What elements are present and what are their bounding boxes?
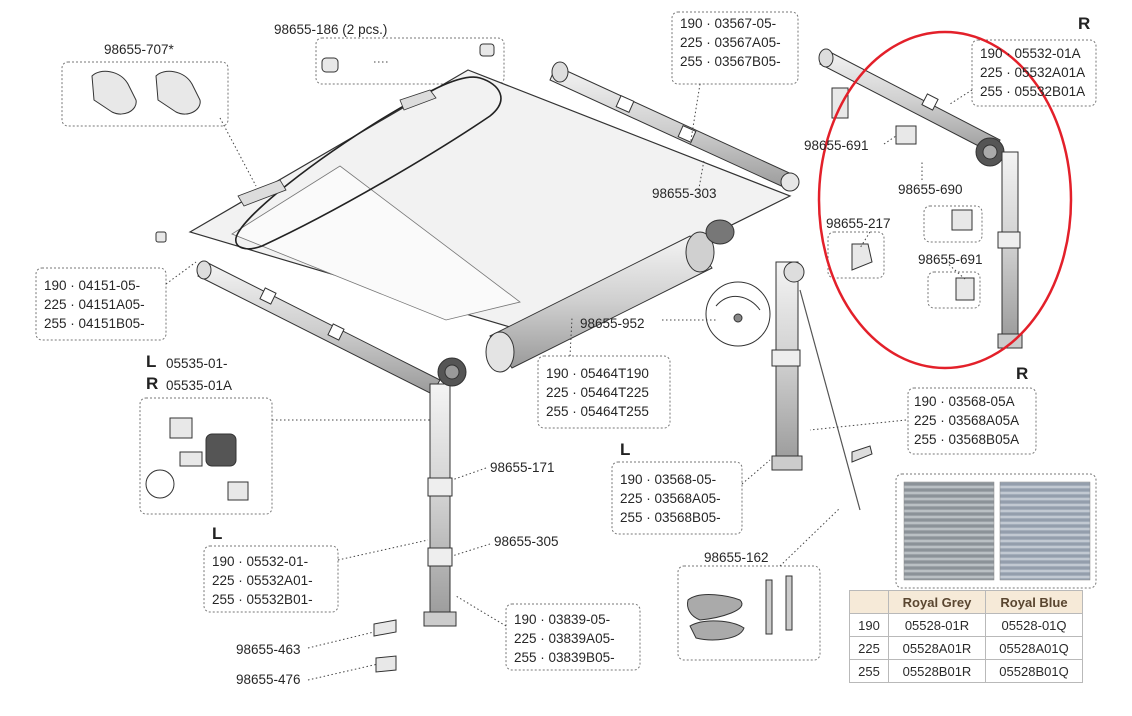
label-04151-225: 225 · 04151A05- <box>44 297 145 312</box>
label-03568L-190: 190 · 03568-05- <box>620 472 717 487</box>
label-98655-162: 98655-162 <box>704 550 769 565</box>
label-98655-476: 98655-476 <box>236 672 301 687</box>
box-691b <box>927 271 981 309</box>
table-cell: 05528B01R <box>888 659 986 683</box>
table-row: 190 05528-01R 05528-01Q <box>849 613 1083 637</box>
label-05535-l: 05535-01- <box>166 356 228 371</box>
label-05464-225: 225 · 05464T225 <box>546 385 649 400</box>
box-05532R <box>971 39 1097 107</box>
label-03839-255: 255 · 03839B05- <box>514 650 615 665</box>
label-05532R: 190 · 05532-01A 225 · 05532A01A 255 · 05… <box>980 44 1085 101</box>
label-03567-255: 255 · 03567B05- <box>680 54 781 69</box>
fabric-table-col-royal-blue: Royal Blue <box>985 590 1083 614</box>
table-cell-size: 190 <box>849 613 889 637</box>
table-cell-size: 255 <box>849 659 889 683</box>
label-03839: 190 · 03839-05- 225 · 03839A05- 255 · 03… <box>514 610 615 667</box>
label-03839-190: 190 · 03839-05- <box>514 612 611 627</box>
side-label-r-mid: R <box>1016 364 1029 383</box>
label-98655-690: 98655-690 <box>898 182 963 197</box>
front-bar-left <box>196 260 441 395</box>
highlight-circle <box>817 30 1073 370</box>
label-03568R-225: 225 · 03568A05A <box>914 413 1020 428</box>
label-98655-305: 98655-305 <box>494 534 559 549</box>
table-cell: 05528-01Q <box>985 613 1083 637</box>
label-98655-171: 98655-171 <box>490 460 555 475</box>
label-05464: 190 · 05464T190 225 · 05464T225 255 · 05… <box>546 364 649 421</box>
label-03567: 190 · 03567-05- 225 · 03567A05- 255 · 03… <box>680 14 781 71</box>
label-05464-190: 190 · 05464T190 <box>546 366 649 381</box>
box-fabric-samples <box>895 473 1097 589</box>
box-05532L <box>203 545 339 613</box>
right-rafter-top <box>818 48 1023 349</box>
box-03568L <box>611 461 743 535</box>
label-03568L-255: 255 · 03568B05- <box>620 510 721 525</box>
label-04151: 190 · 04151-05- 225 · 04151A05- 255 · 04… <box>44 276 145 333</box>
label-05532L: 190 · 05532-01- 225 · 05532A01- 255 · 05… <box>212 552 313 609</box>
box-05535 <box>139 397 273 515</box>
label-98655-303: 98655-303 <box>652 186 717 201</box>
box-03839 <box>505 603 641 671</box>
label-03568R: 190 · 03568-05A 225 · 03568A05A 255 · 03… <box>914 392 1019 449</box>
label-98655-707: 98655-707* <box>104 42 174 57</box>
label-05532R-225: 225 · 05532A01A <box>980 65 1086 80</box>
label-03568R-255: 255 · 03568B05A <box>914 432 1020 447</box>
right-leg <box>771 261 873 511</box>
label-05532L-190: 190 · 05532-01- <box>212 554 309 569</box>
table-cell: 05528B01Q <box>985 659 1083 683</box>
label-03568L: 190 · 03568-05- 225 · 03568A05- 255 · 03… <box>620 470 721 527</box>
label-05532R-190: 190 · 05532-01A <box>980 46 1081 61</box>
label-98655-463: 98655-463 <box>236 642 301 657</box>
swatch-royal-grey <box>903 481 995 581</box>
box-03568R <box>907 387 1037 455</box>
label-04151-190: 190 · 04151-05- <box>44 278 141 293</box>
table-row: 225 05528A01R 05528A01Q <box>849 636 1083 660</box>
fabric-table-col-royal-grey: Royal Grey <box>888 590 986 614</box>
side-label-l-right: L <box>620 440 631 459</box>
label-03568L-225: 225 · 03568A05- <box>620 491 721 506</box>
label-98655-186: 98655-186 (2 pcs.) <box>274 22 388 37</box>
detail-952 <box>705 281 771 347</box>
box-98655-186 <box>315 37 505 85</box>
label-05535-r: 05535-01A <box>166 378 233 393</box>
label-98655-691a: 98655-691 <box>804 138 869 153</box>
side-label-l: L <box>146 352 157 371</box>
fabric-table-corner <box>849 590 889 614</box>
label-04151-255: 255 · 04151B05- <box>44 316 145 331</box>
box-05464 <box>537 355 671 429</box>
label-03567-190: 190 · 03567-05- <box>680 16 777 31</box>
box-98655-162 <box>677 565 821 661</box>
fabric-table-header: Royal Grey Royal Blue <box>849 590 1083 614</box>
label-03839-225: 225 · 03839A05- <box>514 631 615 646</box>
table-cell-size: 225 <box>849 636 889 660</box>
box-98655-707 <box>61 61 229 127</box>
small-parts <box>91 43 975 673</box>
label-05532L-255: 255 · 05532B01- <box>212 592 313 607</box>
table-cell: 05528A01R <box>888 636 986 660</box>
box-04151 <box>35 267 167 341</box>
side-label-l-lower: L <box>212 524 223 543</box>
label-05532R-255: 255 · 05532B01A <box>980 84 1086 99</box>
left-leg <box>423 357 467 627</box>
label-05532L-225: 225 · 05532A01- <box>212 573 313 588</box>
label-05464-255: 255 · 05464T255 <box>546 404 649 419</box>
front-bar-top <box>549 61 800 192</box>
label-03567-225: 225 · 03567A05- <box>680 35 781 50</box>
table-cell: 05528-01R <box>888 613 986 637</box>
box-03567 <box>671 11 799 85</box>
table-row: 255 05528B01R 05528B01Q <box>849 659 1083 683</box>
label-98655-217: 98655-217 <box>826 216 891 231</box>
roller-tube <box>485 219 735 373</box>
fabric-table: Royal Grey Royal Blue 190 05528-01R 0552… <box>849 590 1083 683</box>
swatch-royal-blue <box>999 481 1091 581</box>
label-98655-952: 98655-952 <box>580 316 645 331</box>
box-217-691 <box>827 231 885 279</box>
table-cell: 05528A01Q <box>985 636 1083 660</box>
side-label-r-top: R <box>1078 14 1091 33</box>
label-03568R-190: 190 · 03568-05A <box>914 394 1015 409</box>
label-98655-691b: 98655-691 <box>918 252 983 267</box>
side-label-r: R <box>146 374 159 393</box>
